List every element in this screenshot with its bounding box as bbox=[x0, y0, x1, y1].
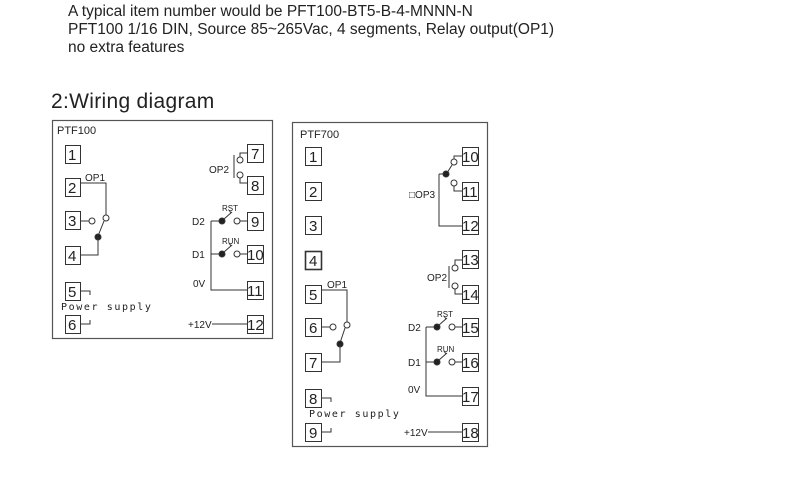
ptf700-terminal-1-box bbox=[305, 147, 322, 166]
ptf700-d1-label: D1 bbox=[408, 358, 421, 369]
ptf700-terminal-12: 12 bbox=[462, 218, 479, 235]
section-title: 2:Wiring diagram bbox=[51, 90, 215, 113]
ptf100-op1-wire bbox=[80, 182, 107, 215]
ptf700-rst-label: RST bbox=[437, 310, 453, 319]
ptf700-panel bbox=[291, 121, 489, 448]
ptf700-terminal-3-box bbox=[305, 216, 322, 235]
ptf700-terminal-6: 6 bbox=[309, 320, 317, 337]
ptf100-d2-label: D2 bbox=[192, 217, 205, 228]
ptf100-terminal-12: 12 bbox=[247, 317, 264, 334]
ptf100-power-supply-label: Power supply bbox=[61, 302, 152, 313]
ptf700-terminal-9: 9 bbox=[309, 425, 317, 442]
ptf700-terminal-13: 13 bbox=[462, 252, 479, 269]
ptf700-terminal-7: 7 bbox=[309, 355, 317, 372]
ptf100-terminal-5: 5 bbox=[68, 284, 76, 301]
ptf700-terminal-4: 4 bbox=[309, 253, 317, 270]
ptf700-power-supply-label: Power supply bbox=[309, 409, 400, 420]
ptf100-panel bbox=[51, 119, 274, 340]
ptf100-terminal-9: 9 bbox=[251, 214, 259, 231]
intro-line-3: no extra features bbox=[68, 39, 185, 56]
intro-line-1: A typical item number would be PFT100-BT… bbox=[68, 3, 473, 20]
ptf100-op2-label: OP2 bbox=[209, 165, 229, 176]
ptf100-op1-nc-contact bbox=[88, 217, 96, 225]
ptf700-terminal-4-box bbox=[304, 250, 323, 271]
ptf700-terminal-5-box bbox=[305, 285, 322, 304]
ptf100-12v-label: +12V bbox=[188, 320, 212, 331]
ptf700-terminal-8: 8 bbox=[309, 391, 317, 408]
ptf100-terminal-10: 10 bbox=[247, 247, 264, 264]
ptf700-terminal-16: 16 bbox=[462, 355, 479, 372]
ptf700-terminal-5: 5 bbox=[309, 287, 317, 304]
ptf100-terminal-7: 7 bbox=[251, 146, 259, 163]
ptf100-terminal-6: 6 bbox=[68, 317, 76, 334]
ptf700-terminal-1: 1 bbox=[309, 149, 317, 166]
ptf100-terminal-1: 1 bbox=[68, 147, 76, 164]
ptf700-12v-label: +12V bbox=[404, 428, 428, 439]
ptf700-title: PTF700 bbox=[300, 129, 339, 141]
ptf100-op1-label: OP1 bbox=[85, 173, 105, 184]
ptf700-terminal-11: 11 bbox=[462, 184, 478, 201]
ptf100-terminal-8-box bbox=[247, 176, 264, 195]
ptf700-d2-label: D2 bbox=[408, 323, 421, 334]
ptf700-0v-label: 0V bbox=[408, 385, 421, 396]
ptf100-terminal-8: 8 bbox=[251, 178, 259, 195]
ptf100-terminal-11: 11 bbox=[247, 283, 263, 300]
ptf700-terminal-17: 17 bbox=[462, 389, 479, 406]
ptf700-terminal-10: 10 bbox=[462, 149, 479, 166]
ptf100-d1-label: D1 bbox=[192, 250, 205, 261]
ptf700-terminal-3: 3 bbox=[309, 218, 317, 235]
ptf700-op2-label: OP2 bbox=[427, 273, 447, 284]
intro-line-2: PFT100 1/16 DIN, Source 85~265Vac, 4 seg… bbox=[68, 21, 555, 38]
ptf100-terminal-1-box bbox=[65, 145, 81, 164]
ptf700-terminal-15: 15 bbox=[462, 320, 479, 337]
ptf100-rst-label: RST bbox=[222, 204, 238, 213]
ptf700-terminal-2-box bbox=[305, 182, 322, 201]
ptf700-op1-label: OP1 bbox=[327, 280, 347, 291]
ptf100-run-label: RUN bbox=[222, 237, 240, 246]
ptf100-op1-no-contact bbox=[102, 214, 110, 222]
ptf700-run-label: RUN bbox=[437, 345, 455, 354]
ptf700-terminal-14: 14 bbox=[462, 287, 479, 304]
ptf100-terminal-2-box bbox=[65, 178, 81, 197]
ptf700-terminal-18: 18 bbox=[462, 425, 479, 442]
ptf700-terminal-2: 2 bbox=[309, 184, 317, 201]
ptf100-terminal-2: 2 bbox=[68, 180, 76, 197]
ptf100-terminal-3: 3 bbox=[68, 213, 76, 230]
ptf100-terminal-4: 4 bbox=[68, 248, 76, 265]
ptf700-op3-label: □OP3 bbox=[409, 190, 435, 201]
intro-text: A typical item number would be PFT100-BT… bbox=[68, 3, 554, 57]
ptf100-title: PTF100 bbox=[57, 125, 96, 137]
ptf100-0v-label: 0V bbox=[193, 279, 206, 290]
